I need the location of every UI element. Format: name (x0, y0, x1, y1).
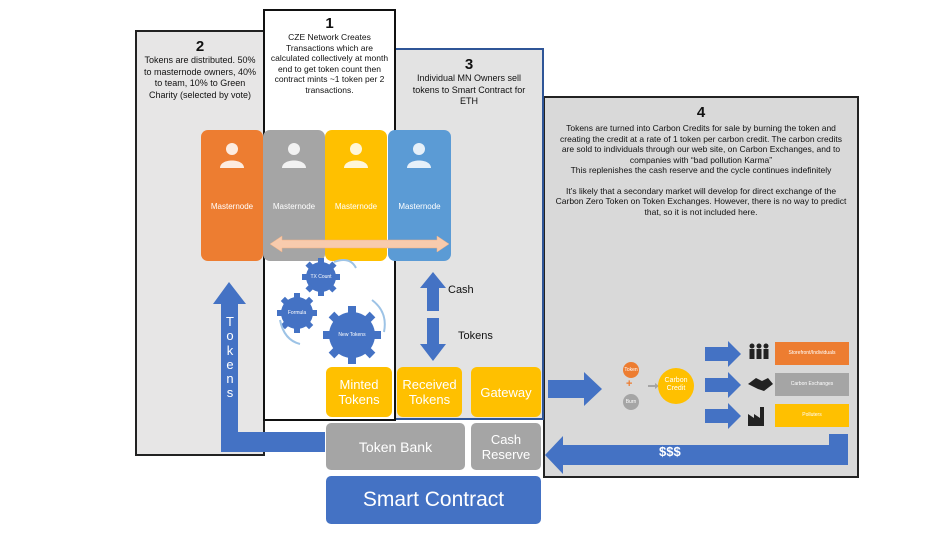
factory-icon (748, 407, 764, 426)
person-icon (220, 143, 244, 168)
masternode-label-1: Masternode (210, 202, 254, 211)
tokens-label: Tokens (458, 330, 493, 342)
gear-label-new-tokens: New Tokens (338, 332, 366, 338)
double-arrow-icon (269, 235, 450, 253)
token-circle-icon (623, 362, 639, 378)
person-icon (344, 143, 368, 168)
buyer-arrow-3-icon (705, 403, 741, 429)
cash-label: Cash (448, 284, 474, 296)
buyer-bar-storefront: Storefront/Individuals (775, 342, 849, 365)
panel-3-text: Individual MN Owners sell tokens to Smar… (412, 73, 526, 106)
dollars-return-arrow-icon (545, 434, 848, 474)
gateway-box: Gateway (471, 367, 541, 417)
gateway-to-burn-arrow-icon (548, 372, 602, 406)
buyer-arrow-2-icon (705, 372, 741, 398)
burn-plus-label: + (626, 378, 633, 390)
people-icon (749, 343, 769, 359)
panel-4-paragraph-1: Tokens are turned into Carbon Credits fo… (560, 123, 842, 165)
panel-1-number: 1 (325, 15, 334, 32)
cash-up-arrow-icon (420, 272, 446, 311)
buyer-label-polluters: Polluters (802, 412, 822, 418)
panel-4-paragraph-2: This replenishes the cash reserve and th… (570, 165, 832, 175)
smart-contract-box: Smart Contract (326, 476, 541, 524)
buyer-bar-polluters: Polluters (775, 404, 849, 427)
received-tokens-box: Received Tokens (397, 367, 462, 417)
buyer-label-storefront: Storefront/Individuals (788, 350, 836, 356)
masternode-card-3: Masternode (325, 130, 387, 261)
buyer-bar-exchanges: Carbon Exchanges (775, 373, 849, 396)
masternode-card-1: Masternode (201, 130, 263, 261)
person-icon (407, 143, 431, 168)
carbon-credit-circle-icon (658, 368, 694, 404)
carbon-credit-label: Carbon Credit (664, 377, 688, 392)
panel-4-number: 4 (696, 104, 706, 121)
masternode-card-2: Masternode (263, 130, 325, 261)
handshake-icon (748, 378, 773, 391)
panel-4-paragraph-3: It’s likely that a secondary market will… (555, 185, 847, 217)
panel-3-number: 3 (464, 56, 474, 73)
person-icon (282, 143, 306, 168)
tokens-return-arrow-icon (213, 282, 325, 452)
panel-1-text: CZE Network Creates Transactions which a… (270, 32, 389, 95)
minted-tokens-box: Minted Tokens (326, 367, 392, 417)
gear-label-formula: Formula (287, 310, 307, 316)
dollars-label: $$$ (659, 444, 681, 459)
masternode-card-4: Masternode (388, 130, 451, 261)
masternode-label-4: Masternode (398, 202, 441, 211)
burn-token-label: Token (624, 367, 638, 373)
gear-label-tx-count: TX Count (310, 274, 332, 280)
cash-reserve-box: Cash Reserve (471, 423, 541, 470)
panel-2-text: Tokens are distributed. 50% to masternod… (143, 55, 257, 100)
buyer-arrow-1-icon (705, 341, 741, 367)
burn-circle-icon (623, 394, 639, 410)
token-bank-box: Token Bank (326, 423, 465, 470)
buyer-label-exchanges: Carbon Exchanges (790, 381, 834, 387)
tokens-down-arrow-icon (420, 318, 446, 361)
tokens-vertical-label: T o k e n s (226, 314, 234, 401)
masternode-label-2: Masternode (272, 202, 316, 211)
panel-2-number: 2 (195, 38, 205, 55)
masternode-label-3: Masternode (334, 202, 378, 211)
burn-burn-label: Burn (625, 399, 637, 405)
